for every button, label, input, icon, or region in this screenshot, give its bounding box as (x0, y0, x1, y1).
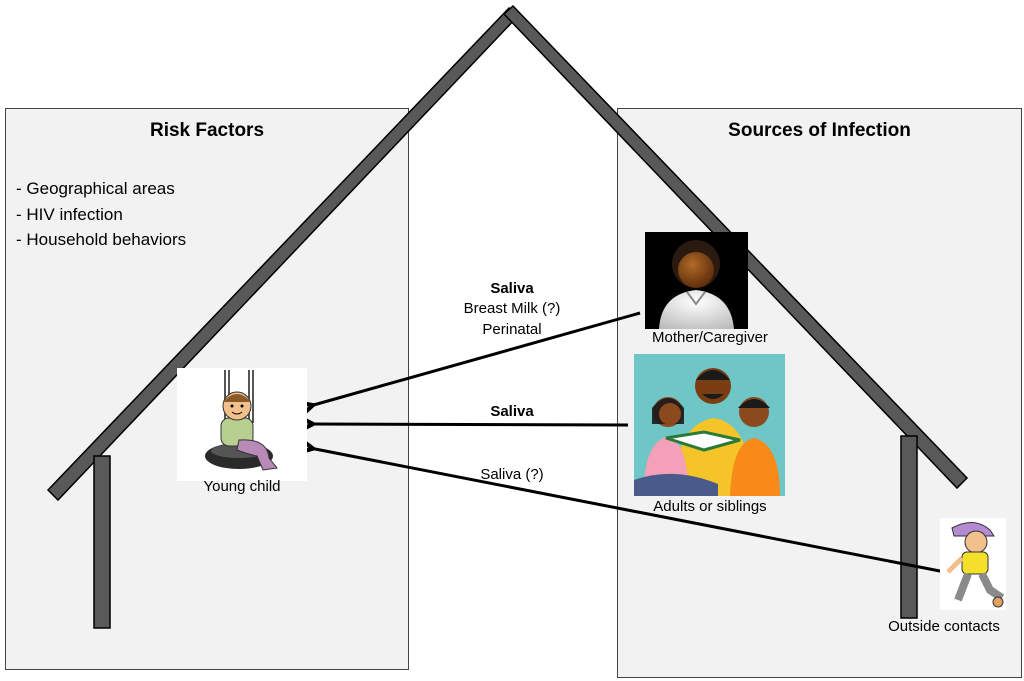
young-child-label: Young child (203, 478, 281, 495)
arrow-outside-to-child (310, 448, 946, 574)
mother-caregiver-label: Mother/Caregiver (652, 329, 768, 346)
route-mother-breast-milk: Breast Milk (?) (463, 300, 561, 317)
sources-title: Sources of Infection (728, 120, 911, 141)
house-wall-right (900, 435, 918, 619)
mother-caregiver-image (645, 232, 748, 329)
adults-siblings-image (634, 354, 785, 496)
arrow-adults-to-child (310, 424, 629, 425)
risk-item-geography: Geographical areas (16, 176, 186, 202)
risk-item-household: Household behaviors (16, 227, 186, 253)
route-outside-saliva: Saliva (?) (480, 466, 544, 483)
outside-contacts-image (940, 518, 1006, 610)
risk-item-hiv: HIV infection (16, 202, 186, 228)
house-wall-left (93, 455, 111, 629)
outside-contacts-label: Outside contacts (888, 618, 1000, 635)
adults-siblings-label: Adults or siblings (653, 498, 767, 515)
risk-factors-list: Geographical areas HIV infection Househo… (16, 176, 186, 253)
young-child-image (177, 368, 307, 481)
route-mother-perinatal: Perinatal (482, 321, 542, 338)
route-mother-saliva: Saliva (490, 280, 534, 297)
arrow-mother-to-child (310, 311, 641, 406)
risk-factors-title: Risk Factors (149, 120, 265, 141)
route-adults-saliva: Saliva (490, 403, 534, 420)
